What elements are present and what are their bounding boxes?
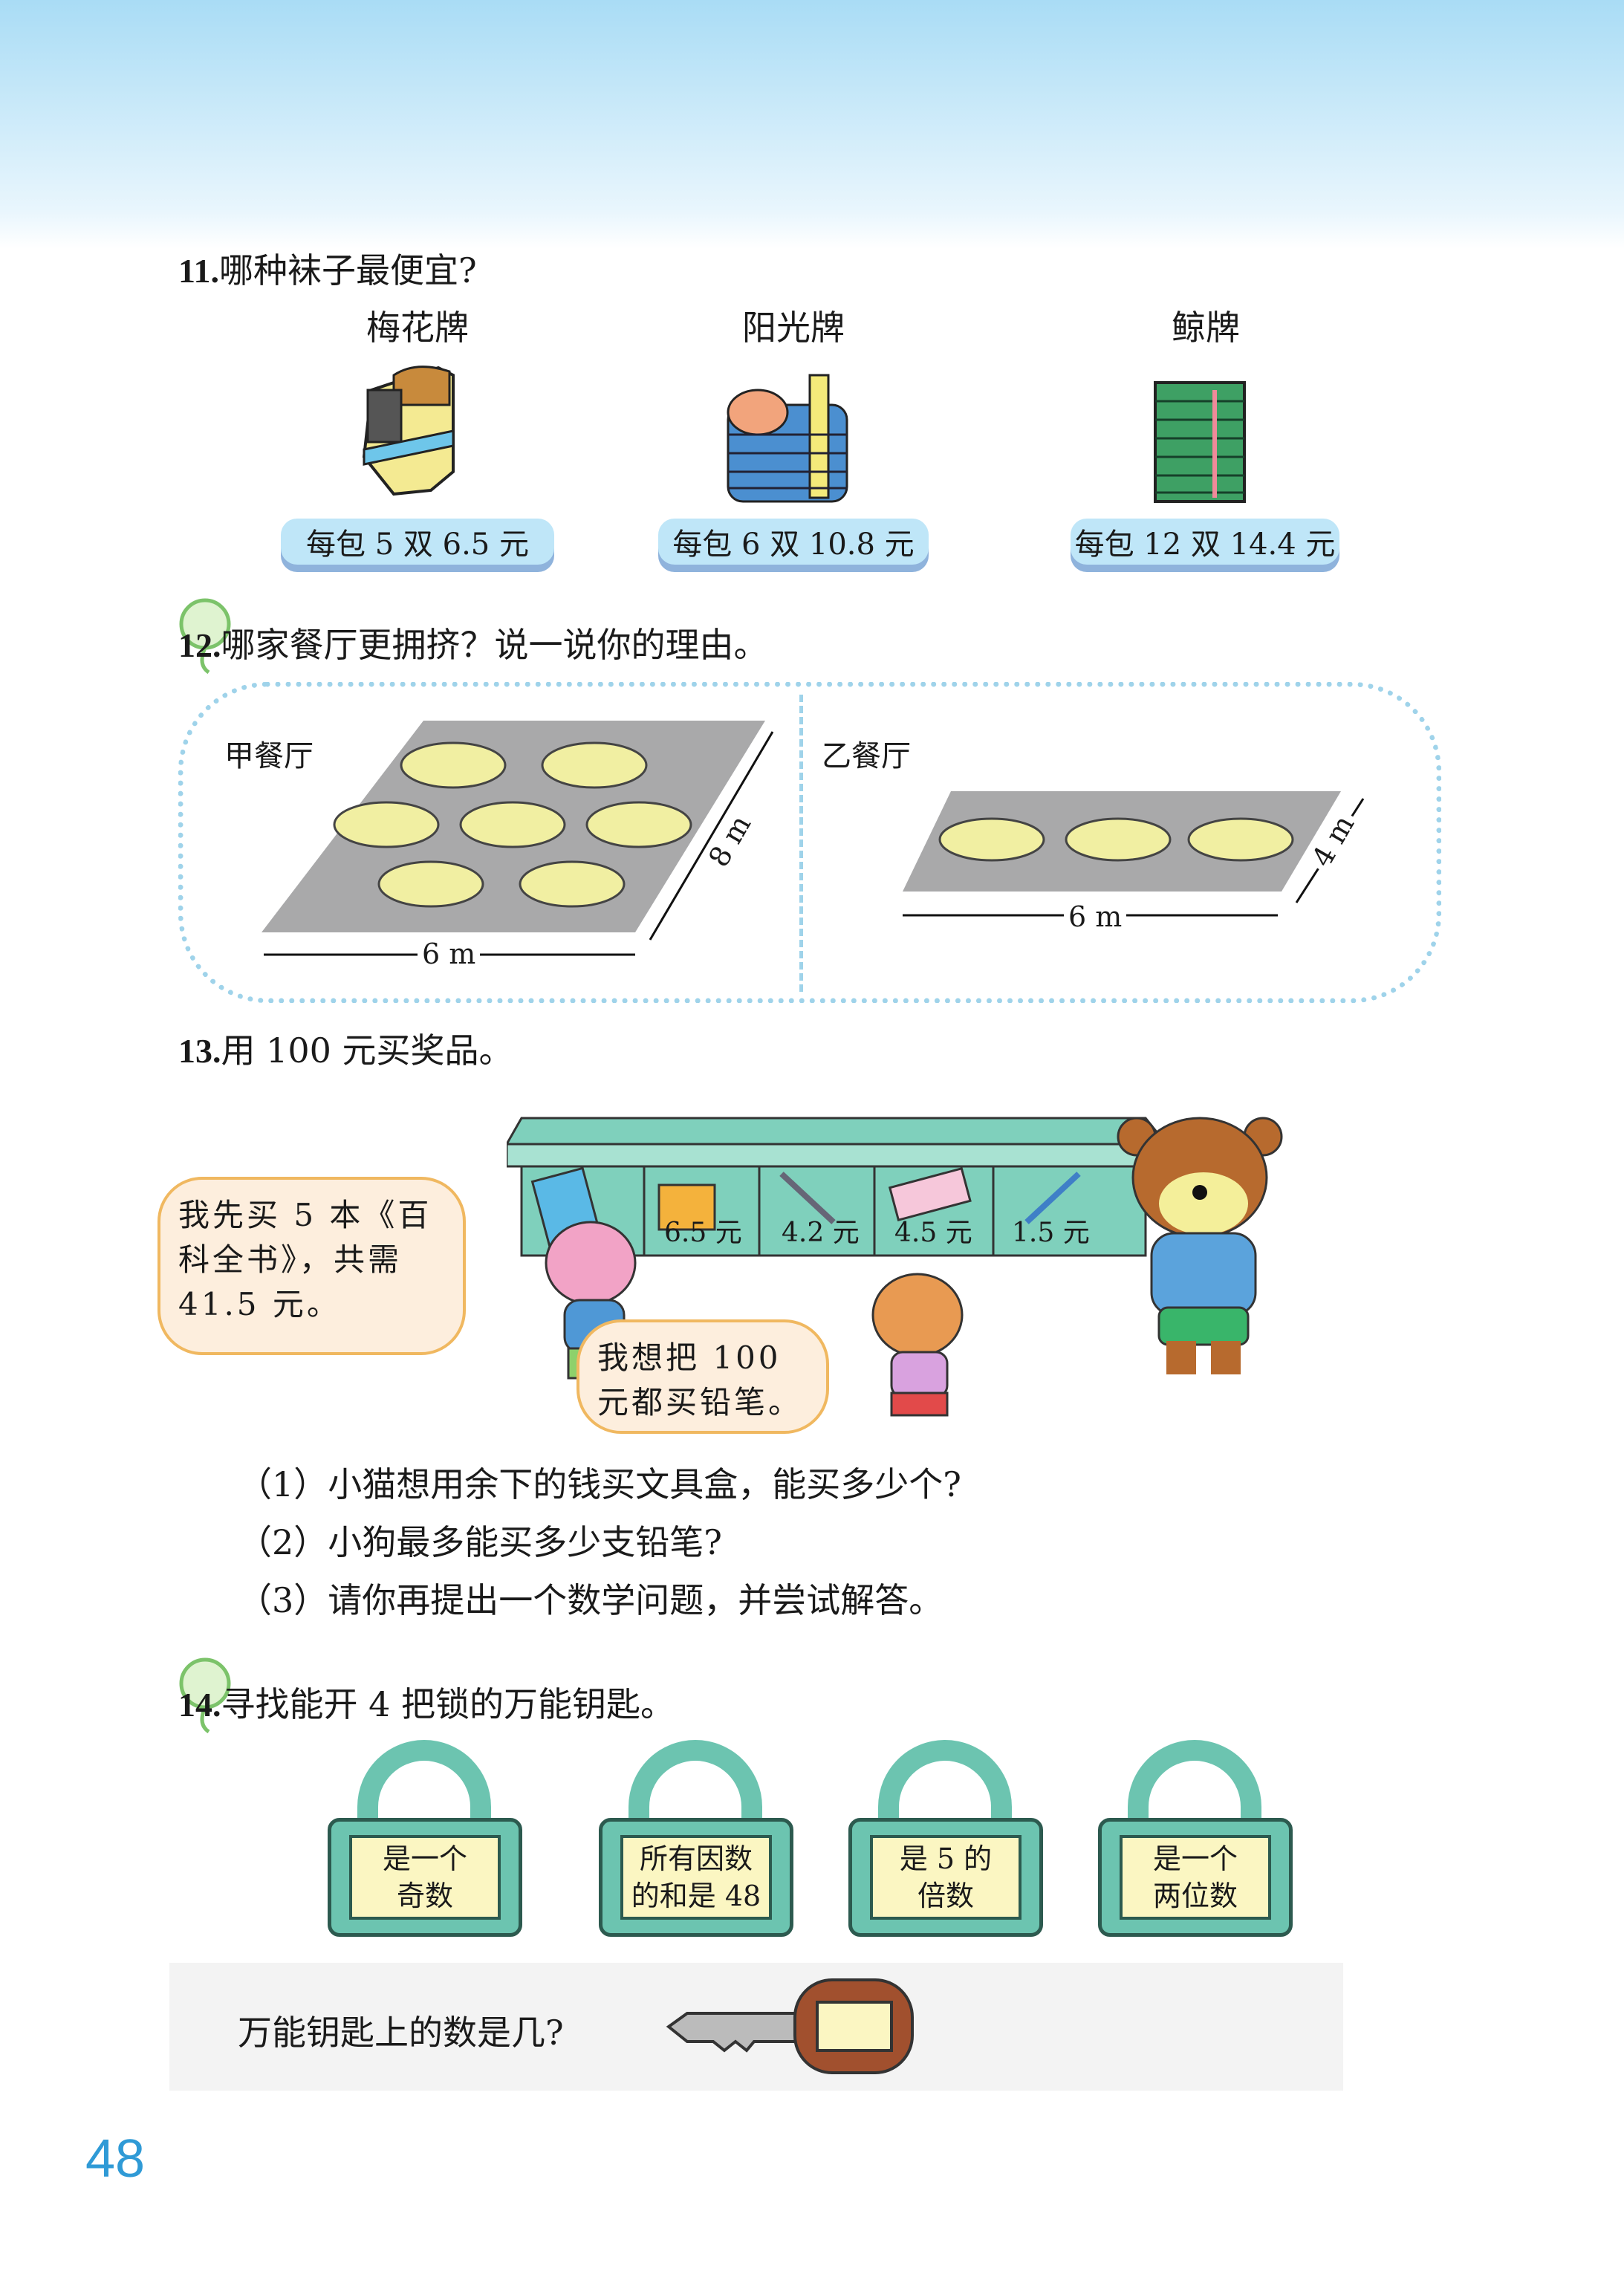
price-pencil-box: 4.5 元 [894,1218,972,1248]
restaurant-b-floor [903,791,1365,917]
q12-title: 12.哪家餐厅更拥挤？说一说你的理由。 [178,618,768,667]
price-pencil: 1.5 元 [1012,1218,1090,1248]
price-tag: 每包 5 双 6.5 元 [281,519,554,565]
lock-text: 是 5 的 [899,1842,993,1875]
sock-pack-image [1154,381,1246,503]
dog-illustration [871,1273,964,1417]
q11-number: 11. [178,252,219,290]
price-crayons: 6.5 元 [664,1218,742,1248]
key-question: 万能钥匙上的数是几? [238,2013,564,2053]
key-icon [666,1978,914,2074]
q11-title: 11.哪种袜子最便宜? [178,244,477,293]
q13-title: 13.用 100 元买奖品。 [178,1024,513,1073]
q13-number: 13. [178,1032,221,1070]
restaurant-a-floor [262,721,774,956]
lock-text: 所有因数 [639,1842,753,1875]
thinking-icon [175,1654,235,1735]
dog-speech-bubble: 我想把 100 元都买铅笔。 [576,1319,829,1434]
header-band [0,0,1624,249]
lock-factor-sum: 所有因数的和是 48 [599,1740,793,1937]
q12-text: 哪家餐厅更拥挤？说一说你的理由。 [221,625,768,665]
lock-text: 奇数 [396,1880,453,1912]
page-number: 48 [85,2129,146,2189]
lock-text: 的和是 48 [631,1880,761,1912]
sock-pack-image [362,366,455,496]
q14-number: 14. [178,1686,221,1724]
q13-question-2: （2）小狗最多能买多少支铅笔? [238,1522,722,1562]
lock-odd-number: 是一个奇数 [328,1740,522,1937]
lock-text: 两位数 [1152,1880,1238,1912]
q11-text: 哪种袜子最便宜? [218,250,477,290]
q13-question-3: （3）请你再提出一个数学问题，并尝试解答。 [238,1580,943,1620]
price-pen: 4.2 元 [782,1218,860,1248]
brand-label: 鲸牌 [1172,308,1240,348]
bear-teacher-illustration [1117,1117,1283,1374]
q12-number: 12. [178,626,221,664]
q13-text: 用 100 元买奖品。 [221,1030,513,1071]
q14-title: 14.寻找能开 4 把锁的万能钥匙。 [178,1678,675,1727]
price-tag: 每包 6 双 10.8 元 [658,519,929,565]
q13-question-1: （1）小猫想用余下的钱买文具盒，能买多少个? [238,1464,961,1504]
sock-pack-image [727,374,848,503]
restaurant-a-width: 6 m [418,938,481,970]
cat-speech-bubble: 我先买 5 本《百科全书》，共需 41.5 元。 [157,1177,466,1355]
price-tag: 每包 12 双 14.4 元 [1071,519,1339,565]
restaurant-b-label: 乙餐厅 [822,739,911,773]
thinking-icon [175,594,235,676]
restaurant-b-width: 6 m [1064,900,1127,933]
lock-text: 是一个 [382,1842,467,1875]
brand-label: 梅花牌 [366,308,469,348]
lock-text: 倍数 [917,1880,974,1912]
q14-text: 寻找能开 4 把锁的万能钥匙。 [221,1684,675,1724]
lock-text: 是一个 [1152,1842,1238,1875]
lock-multiple-of-5: 是 5 的倍数 [848,1740,1043,1937]
brand-label: 阳光牌 [742,308,845,348]
lock-two-digit: 是一个两位数 [1098,1740,1293,1937]
divider [799,695,803,992]
restaurant-frame [178,682,1441,1003]
restaurant-a-label: 甲餐厅 [224,739,314,773]
